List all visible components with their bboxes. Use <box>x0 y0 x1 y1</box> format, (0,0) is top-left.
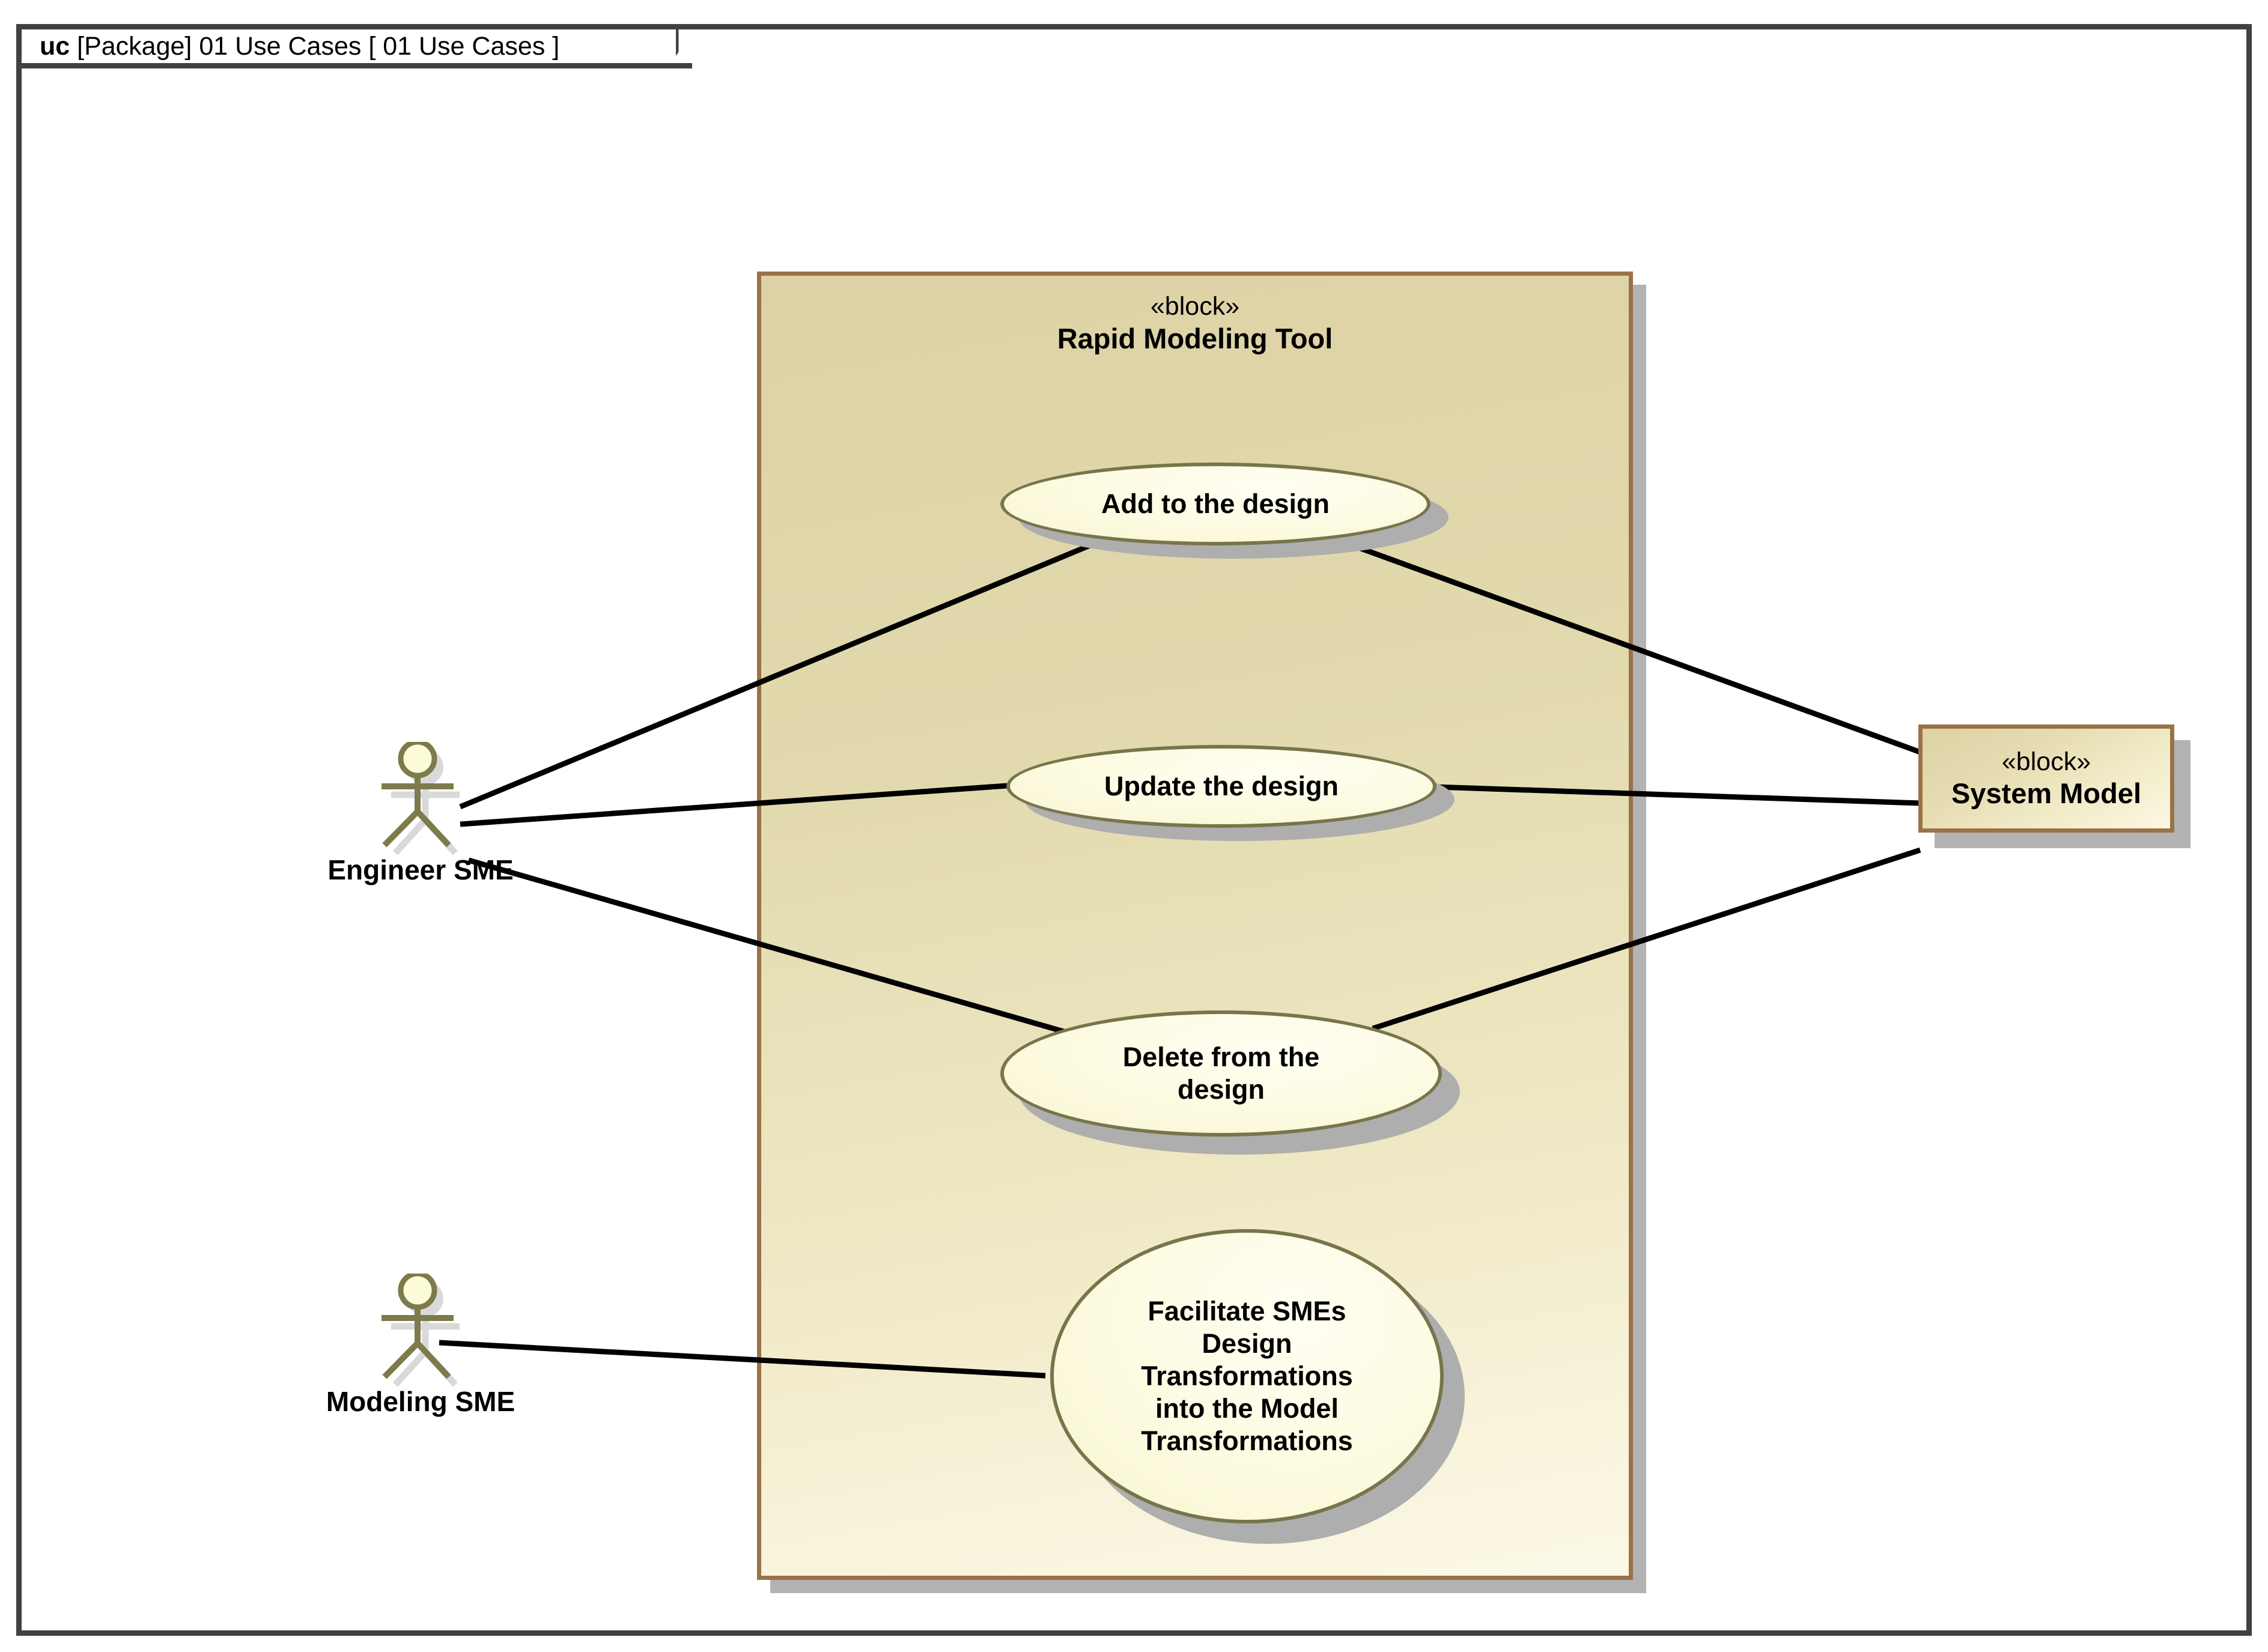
system-boundary-title: «block» Rapid Modeling Tool <box>761 291 1629 355</box>
use-case-label: Add to the design <box>1101 488 1330 519</box>
actor-figure-icon <box>382 739 460 855</box>
use-case-label: Delete from the design <box>1122 1042 1320 1105</box>
diagram-frame-tab-notch <box>676 24 679 56</box>
diagram-frame-tab: uc [Package] 01 Use Cases [ 01 Use Cases… <box>16 24 692 68</box>
actor-engineer-sme[interactable]: Engineer SME <box>321 739 520 885</box>
use-case-label: Facilitate SMEs Design Transformations i… <box>1141 1296 1353 1456</box>
system-model-stereotype: «block» <box>2001 747 2091 777</box>
actor-label: Engineer SME <box>327 854 514 885</box>
boundary-stereotype: «block» <box>1150 292 1240 321</box>
block-system-model[interactable]: «block» System Model <box>1918 724 2174 833</box>
use-case-delete-from-the-design[interactable]: Delete from the design <box>1000 1010 1442 1137</box>
actor-label: Modeling SME <box>326 1386 515 1417</box>
diagram-frame-title: uc [Package] 01 Use Cases [ 01 Use Cases… <box>40 32 559 61</box>
system-model-name: System Model <box>1951 777 2142 809</box>
use-case-update-the-design[interactable]: Update the design <box>1006 745 1437 828</box>
diagram-frame-title-text: [Package] 01 Use Cases [ 01 Use Cases ] <box>70 31 560 61</box>
boundary-name: Rapid Modeling Tool <box>1057 322 1333 354</box>
use-case-label: Update the design <box>1104 771 1339 801</box>
use-case-facilitate-smes-design-transformations[interactable]: Facilitate SMEs Design Transformations i… <box>1050 1229 1444 1523</box>
diagram-kind-keyword: uc <box>40 31 70 61</box>
diagram-frame <box>16 24 2252 1636</box>
use-case-add-to-the-design[interactable]: Add to the design <box>1000 463 1430 545</box>
actor-figure-icon <box>382 1271 460 1387</box>
actor-modeling-sme[interactable]: Modeling SME <box>321 1271 520 1417</box>
